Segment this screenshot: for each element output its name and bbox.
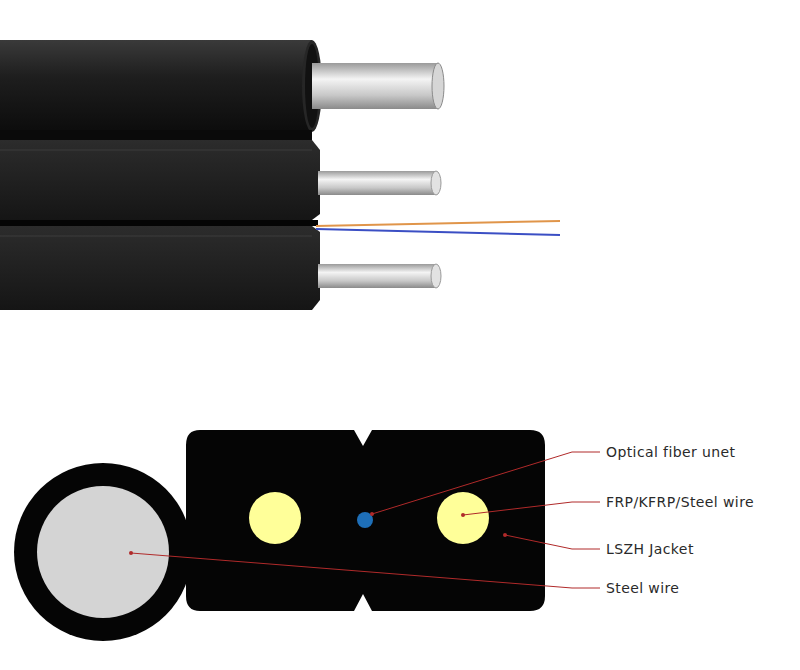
messenger-steel-wire: [312, 63, 444, 109]
cross-section: [14, 430, 545, 641]
part-label: FRP/KFRP/Steel wire: [604, 493, 756, 511]
leader-dots: [129, 512, 507, 555]
optical-fibers: [316, 221, 560, 235]
part-label: Steel wire: [604, 579, 681, 597]
flat-jacket: [0, 140, 320, 310]
part-label: Optical fiber unet: [604, 443, 737, 461]
part-label: LSZH Jacket: [604, 540, 696, 558]
leader-lines: [131, 452, 600, 588]
web: [0, 130, 312, 140]
messenger-jacket: [0, 40, 322, 132]
